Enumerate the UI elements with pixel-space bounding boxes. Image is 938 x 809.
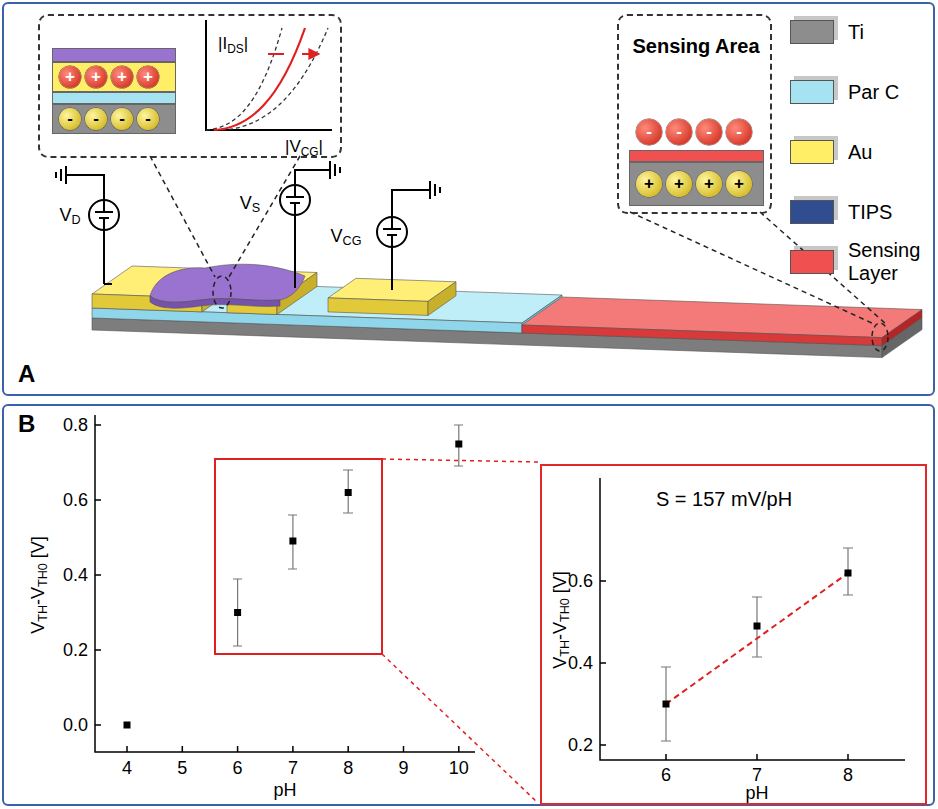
device <box>92 264 922 357</box>
layer-block <box>52 92 176 104</box>
charge-circle: + <box>636 171 662 197</box>
charge-circle: + <box>696 171 722 197</box>
charge-sign: + <box>734 174 744 194</box>
axis-label: 0.6 <box>63 490 88 511</box>
charge-circle: + <box>85 66 107 88</box>
node-text: |IDS| <box>218 34 248 54</box>
node-text: A <box>18 360 35 388</box>
charge-sign: - <box>736 122 742 142</box>
circuit <box>56 161 440 290</box>
charge-sign: - <box>145 109 151 129</box>
panel-frame: A|IDS||VCG|++++----Sensing Area----++++ <box>2 2 935 396</box>
signal-label: VS <box>240 193 260 214</box>
axis-label: pH <box>745 783 768 804</box>
axis-label: 0.2 <box>568 735 593 756</box>
signal-label: VTH-VTH0 [V] <box>28 536 49 634</box>
legend-swatch <box>790 200 834 224</box>
axis-label: 0.6 <box>568 571 593 592</box>
charge-sign: - <box>93 109 99 129</box>
charge-circle: - <box>726 119 752 145</box>
charge-circle: + <box>59 66 81 88</box>
charge-sign: + <box>91 67 101 87</box>
charge-circle: + <box>666 171 692 197</box>
node-text: |VCG| <box>285 137 323 157</box>
axis-label: 7 <box>752 765 762 786</box>
charge-circle: - <box>111 108 133 130</box>
legend-text: Ti <box>848 21 932 44</box>
panel-frame: B S = 157 mV/pH <box>2 404 935 806</box>
legend-text: Au <box>848 141 932 164</box>
axis-label: 6 <box>233 758 243 779</box>
axis-label: 0.2 <box>63 640 88 661</box>
charge-circle: + <box>137 66 159 88</box>
charge-sign: - <box>676 122 682 142</box>
axis-label: 0.0 <box>63 715 88 736</box>
charge-sign: - <box>706 122 712 142</box>
charge-sign: + <box>65 67 75 87</box>
charge-circle: - <box>696 119 722 145</box>
node-text: Sensing Area <box>632 35 759 58</box>
axis-label: 0.4 <box>63 565 88 586</box>
signal-label: VD <box>59 205 80 226</box>
charge-circle: - <box>666 119 692 145</box>
axis-label: 10 <box>449 758 469 779</box>
axis-label: 0.8 <box>63 415 88 436</box>
legend-swatch <box>790 250 834 274</box>
axis-label: 8 <box>843 765 853 786</box>
signal-label: VCG <box>331 226 362 247</box>
chart-zoom <box>600 478 905 760</box>
zoom-box: S = 157 mV/pH <box>540 464 927 805</box>
charge-sign: + <box>143 67 153 87</box>
callout-inset: Sensing Area - - - - + + + + <box>617 14 772 214</box>
iv-plot <box>206 20 332 130</box>
charge-sign: + <box>674 174 684 194</box>
chart-left <box>95 415 538 803</box>
charge-circle: + <box>726 171 752 197</box>
axis-label: 6 <box>661 765 671 786</box>
legend-swatch <box>790 80 834 104</box>
signal-label: VTH-VTH0 [V] <box>550 571 571 669</box>
charge-sign: + <box>117 67 127 87</box>
axis-label: 9 <box>398 758 408 779</box>
node-text: B <box>18 410 35 438</box>
charge-circle: - <box>636 119 662 145</box>
charge-sign: - <box>646 122 652 142</box>
legend-text: Sensing Layer <box>848 239 932 285</box>
axis-label: 8 <box>343 758 353 779</box>
legend-text: TIPS <box>848 201 932 224</box>
legend-swatch <box>790 20 834 44</box>
axis-label: 5 <box>177 758 187 779</box>
legend-swatch <box>790 140 834 164</box>
charge-circle: - <box>85 108 107 130</box>
legend-text: Par C <box>848 81 932 104</box>
leader-lines <box>150 156 888 351</box>
charge-circle: + <box>111 66 133 88</box>
charge-sign: - <box>67 109 73 129</box>
charge-circle: - <box>59 108 81 130</box>
charge-sign: - <box>119 109 125 129</box>
axis-label: 4 <box>122 758 132 779</box>
layer-block <box>52 48 176 62</box>
layer-block <box>629 150 764 162</box>
node-text: S = 157 mV/pH <box>656 488 792 511</box>
axis-label: 7 <box>288 758 298 779</box>
charge-circle: - <box>137 108 159 130</box>
callout-inset: |IDS||VCG|++++---- <box>38 14 342 158</box>
charge-sign: + <box>644 174 654 194</box>
axis-label: pH <box>273 780 296 801</box>
charge-sign: + <box>704 174 714 194</box>
